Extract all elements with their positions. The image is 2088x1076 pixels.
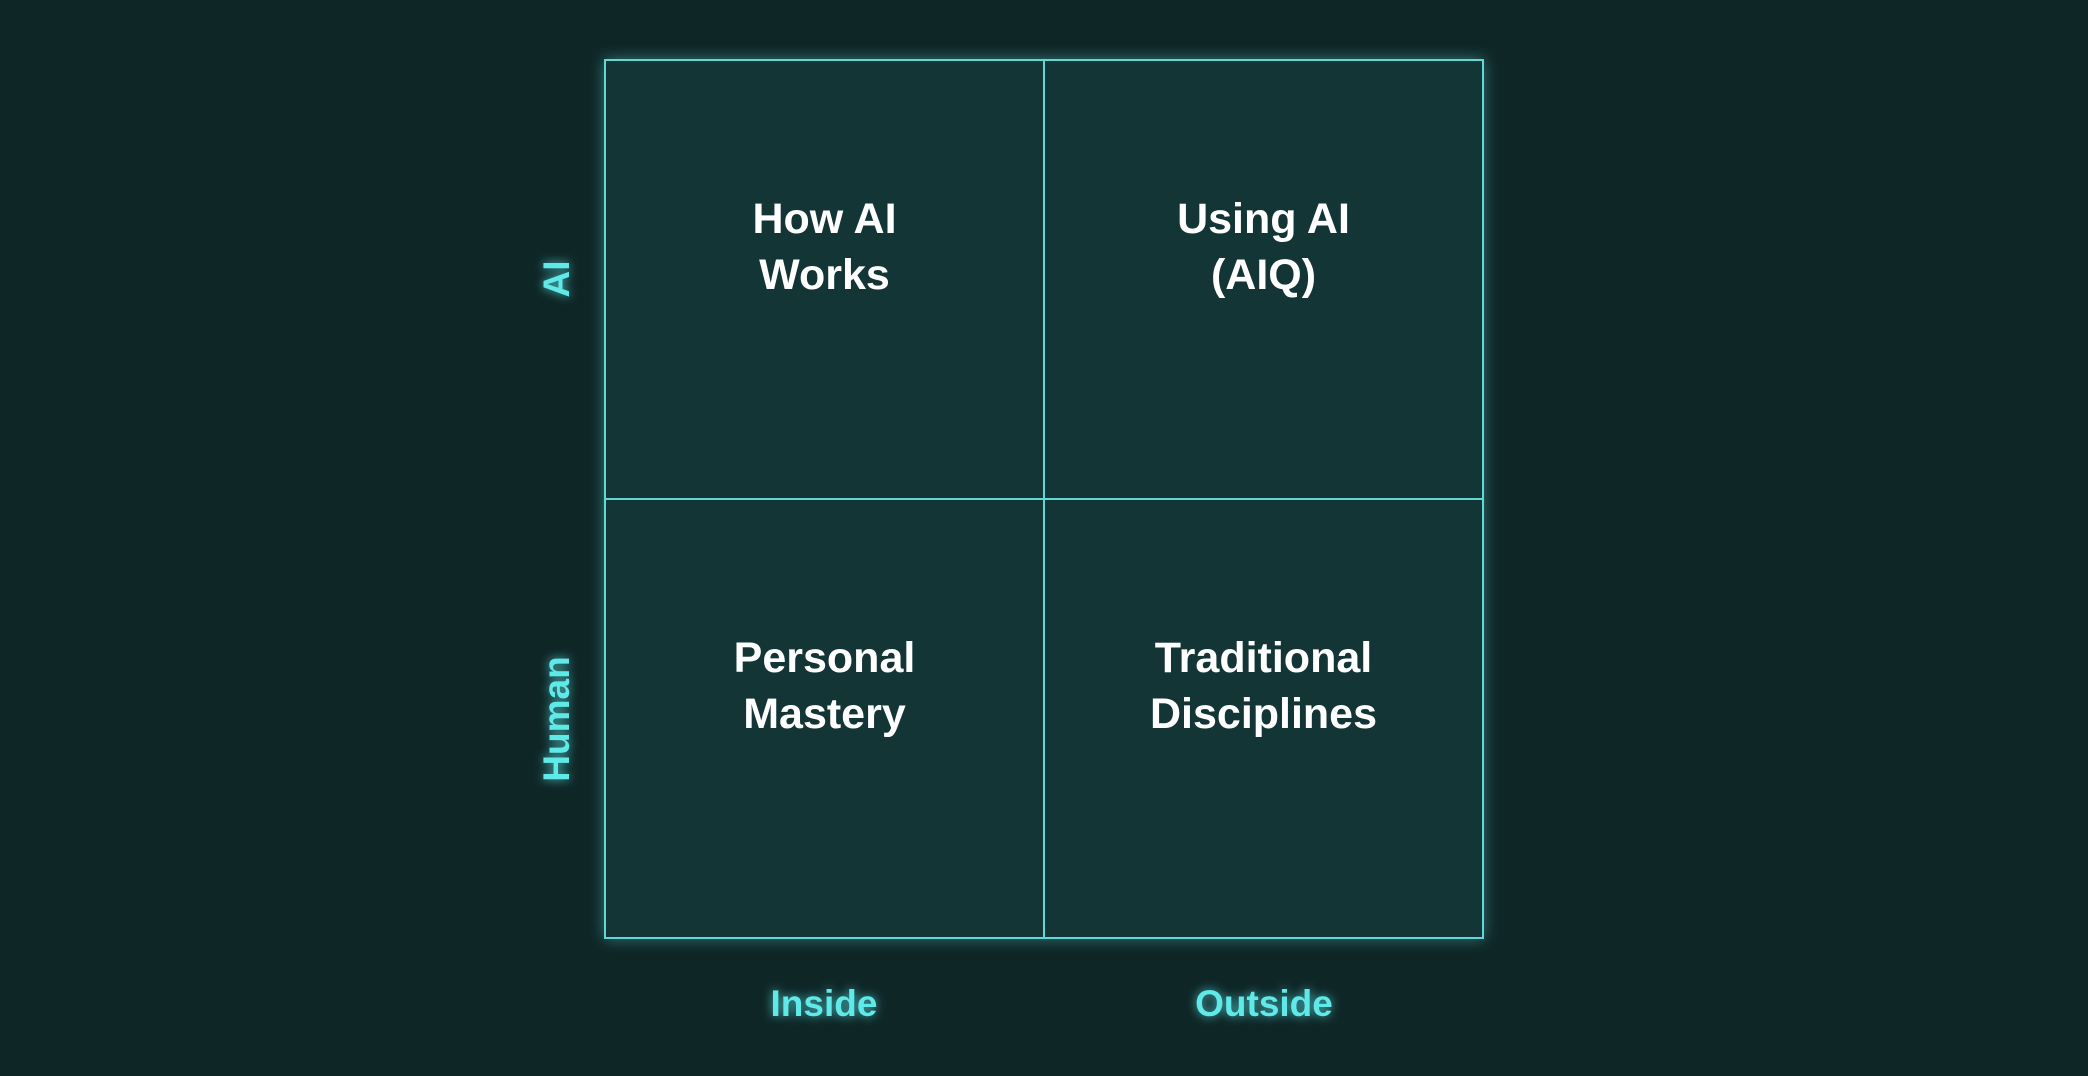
quadrant-bottom-right-label: Traditional Disciplines [1149,633,1378,738]
quadrant-top-right: Using AI (AIQ) [1044,61,1482,499]
y-axis-label-ai: AI [536,260,577,298]
quadrant-grid: How AI Works Using AI (AIQ) Personal Mas… [604,59,1484,939]
quadrant-top-left: How AI Works [606,61,1044,499]
quadrant-bottom-left: Personal Mastery [606,499,1044,937]
quadrant-bottom-left-label: Personal Mastery [733,633,916,738]
quadrant-bottom-right: Traditional Disciplines [1044,499,1482,937]
quadrant-top-right-label: Using AI (AIQ) [1177,194,1350,299]
x-axis-label-outside: Outside [1195,983,1333,1024]
y-axis-label-human: Human [536,656,577,782]
x-axis-label-inside: Inside [770,983,878,1024]
quadrant-top-left-label: How AI Works [752,194,897,299]
